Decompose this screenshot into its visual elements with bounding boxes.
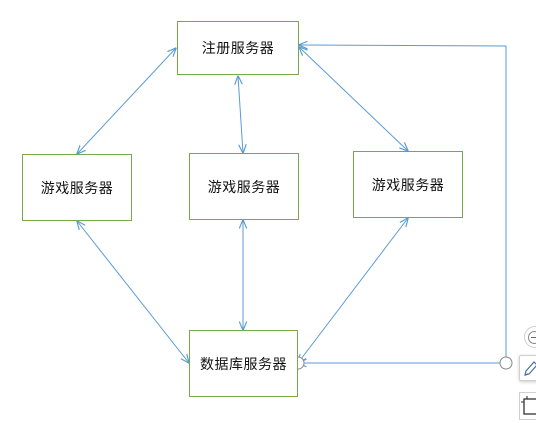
pen-icon (524, 361, 536, 376)
zoom-out-icon (528, 330, 536, 344)
game-server-left-box[interactable]: 游戏服务器 (22, 154, 132, 221)
game-server-middle-label: 游戏服务器 (207, 179, 281, 196)
connector-handle-corner[interactable] (499, 356, 513, 370)
game-server-left-label: 游戏服务器 (40, 180, 114, 197)
connector-game-right-database[interactable] (298, 218, 408, 363)
connector-register-game-right[interactable] (299, 47, 408, 151)
game-server-right-label: 游戏服务器 (371, 177, 445, 194)
register-server-label: 注册服务器 (201, 41, 275, 57)
game-server-right-box[interactable]: 游戏服务器 (353, 151, 463, 218)
frame-button[interactable] (519, 392, 536, 420)
connector-register-game-left[interactable] (77, 48, 176, 154)
connector-register-game-mid[interactable] (238, 76, 243, 153)
database-server-box[interactable]: 数据库服务器 (189, 330, 298, 397)
pen-button[interactable] (519, 355, 536, 381)
game-server-middle-box[interactable]: 游戏服务器 (189, 153, 299, 220)
register-server-box[interactable]: 注册服务器 (177, 21, 299, 75)
database-server-label: 数据库服务器 (200, 356, 287, 373)
frame-icon (521, 396, 536, 415)
connector-game-left-database[interactable] (77, 221, 189, 363)
connector-database-register-elbow[interactable] (298, 45, 507, 363)
